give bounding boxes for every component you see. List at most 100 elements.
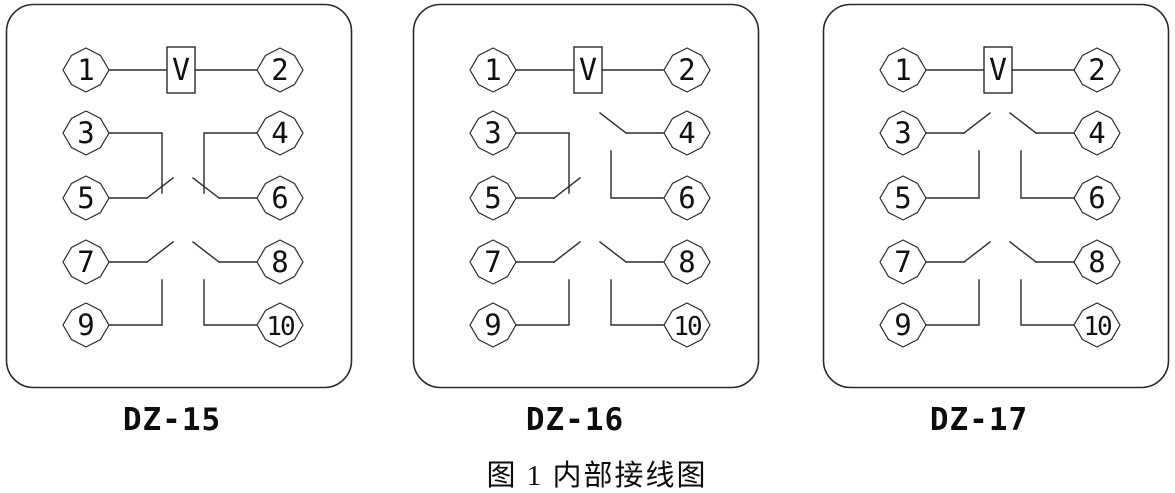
terminal-5: 5 — [62, 175, 110, 221]
terminal-shape — [663, 110, 711, 156]
contact-4-6-normally-closed — [192, 132, 258, 199]
terminal-2: 2 — [1073, 47, 1121, 93]
terminal-9: 9 — [469, 302, 517, 348]
terminal-4: 4 — [1073, 110, 1121, 156]
contact-blade — [146, 241, 174, 263]
terminal-shape — [256, 110, 304, 156]
contact-blade — [599, 241, 627, 263]
terminal-shape — [256, 47, 304, 93]
terminal-number: 3 — [77, 116, 94, 150]
terminal-9: 9 — [879, 302, 927, 348]
panel-border — [5, 3, 353, 389]
terminal-3: 3 — [469, 110, 517, 156]
coil-box — [573, 46, 603, 94]
terminal-number: 1 — [894, 53, 911, 87]
terminal-7: 7 — [62, 239, 110, 285]
terminal-shape — [1073, 110, 1121, 156]
contact-fixed-wire — [515, 132, 570, 194]
contact-4-6-normally-open — [599, 112, 665, 199]
terminal-number: 3 — [484, 116, 501, 150]
contact-7-9-normally-open — [515, 241, 581, 326]
terminal-shape — [879, 175, 927, 221]
terminal-6: 6 — [256, 175, 304, 221]
terminal-5: 5 — [879, 175, 927, 221]
terminal-shape — [1073, 175, 1121, 221]
contact-fixed-wire — [203, 279, 258, 326]
contact-7-9-normally-open — [925, 241, 991, 326]
panel-label-dz-16: DZ-16 — [525, 402, 625, 438]
terminal-number: 7 — [484, 245, 501, 279]
contact-fixed-wire — [108, 279, 163, 326]
terminal-shape — [663, 302, 711, 348]
terminal-6: 6 — [1073, 175, 1121, 221]
terminal-shape — [879, 239, 927, 285]
terminal-shape — [256, 175, 304, 221]
contact-blade — [1009, 112, 1037, 134]
terminal-shape — [256, 302, 304, 348]
contact-fixed-wire — [108, 132, 163, 194]
terminal-shape — [1073, 302, 1121, 348]
terminal-shape — [663, 47, 711, 93]
terminal-3: 3 — [62, 110, 110, 156]
contact-8-10-normally-open — [192, 241, 258, 326]
coil-symbol: V — [579, 53, 597, 88]
terminal-shape — [469, 239, 517, 285]
terminal-shape — [62, 110, 110, 156]
panel-label-dz-17: DZ-17 — [929, 402, 1029, 438]
contact-fixed-wire — [203, 132, 258, 194]
terminal-9: 9 — [62, 302, 110, 348]
coil-symbol: V — [172, 53, 190, 88]
terminal-3: 3 — [879, 110, 927, 156]
terminal-number: 8 — [678, 245, 695, 279]
terminal-number: 1 — [484, 53, 501, 87]
panel-label-dz-15: DZ-15 — [122, 402, 222, 438]
terminal-number: 4 — [1088, 116, 1105, 150]
terminal-number: 9 — [894, 308, 911, 342]
terminal-shape — [469, 110, 517, 156]
terminal-shape — [62, 175, 110, 221]
terminal-10: 10 — [256, 302, 304, 348]
terminal-number: 3 — [894, 116, 911, 150]
terminal-shape — [879, 47, 927, 93]
coil-box — [983, 46, 1013, 94]
terminal-number: 5 — [894, 181, 911, 215]
coil: V — [108, 46, 258, 94]
contact-fixed-wire — [515, 279, 570, 326]
terminal-8: 8 — [1073, 239, 1121, 285]
terminal-1: 1 — [879, 47, 927, 93]
terminal-1: 1 — [469, 47, 517, 93]
contact-blade — [553, 177, 581, 199]
terminal-shape — [469, 302, 517, 348]
terminal-shape — [62, 47, 110, 93]
contact-4-6-normally-open — [1009, 112, 1075, 199]
contact-3-5-normally-closed — [108, 132, 174, 199]
terminal-shape — [62, 239, 110, 285]
terminal-number: 1 — [77, 53, 94, 87]
terminal-shape — [663, 175, 711, 221]
contact-blade — [192, 177, 220, 199]
terminal-10: 10 — [663, 302, 711, 348]
terminal-number: 8 — [1088, 245, 1105, 279]
coil-box — [166, 46, 196, 94]
terminal-shape — [1073, 239, 1121, 285]
terminal-number: 9 — [484, 308, 501, 342]
terminal-7: 7 — [879, 239, 927, 285]
panel-border — [412, 3, 760, 389]
contact-fixed-wire — [610, 150, 665, 199]
terminal-5: 5 — [469, 175, 517, 221]
terminal-number: 4 — [678, 116, 695, 150]
terminal-number: 6 — [271, 181, 288, 215]
contact-3-5-normally-closed — [515, 132, 581, 199]
terminal-2: 2 — [256, 47, 304, 93]
contact-blade — [599, 112, 627, 134]
terminal-8: 8 — [256, 239, 304, 285]
terminal-number: 7 — [894, 245, 911, 279]
terminal-number: 10 — [673, 312, 701, 342]
contact-blade — [963, 241, 991, 263]
terminal-8: 8 — [663, 239, 711, 285]
terminal-shape — [663, 239, 711, 285]
panel-border — [822, 3, 1170, 389]
